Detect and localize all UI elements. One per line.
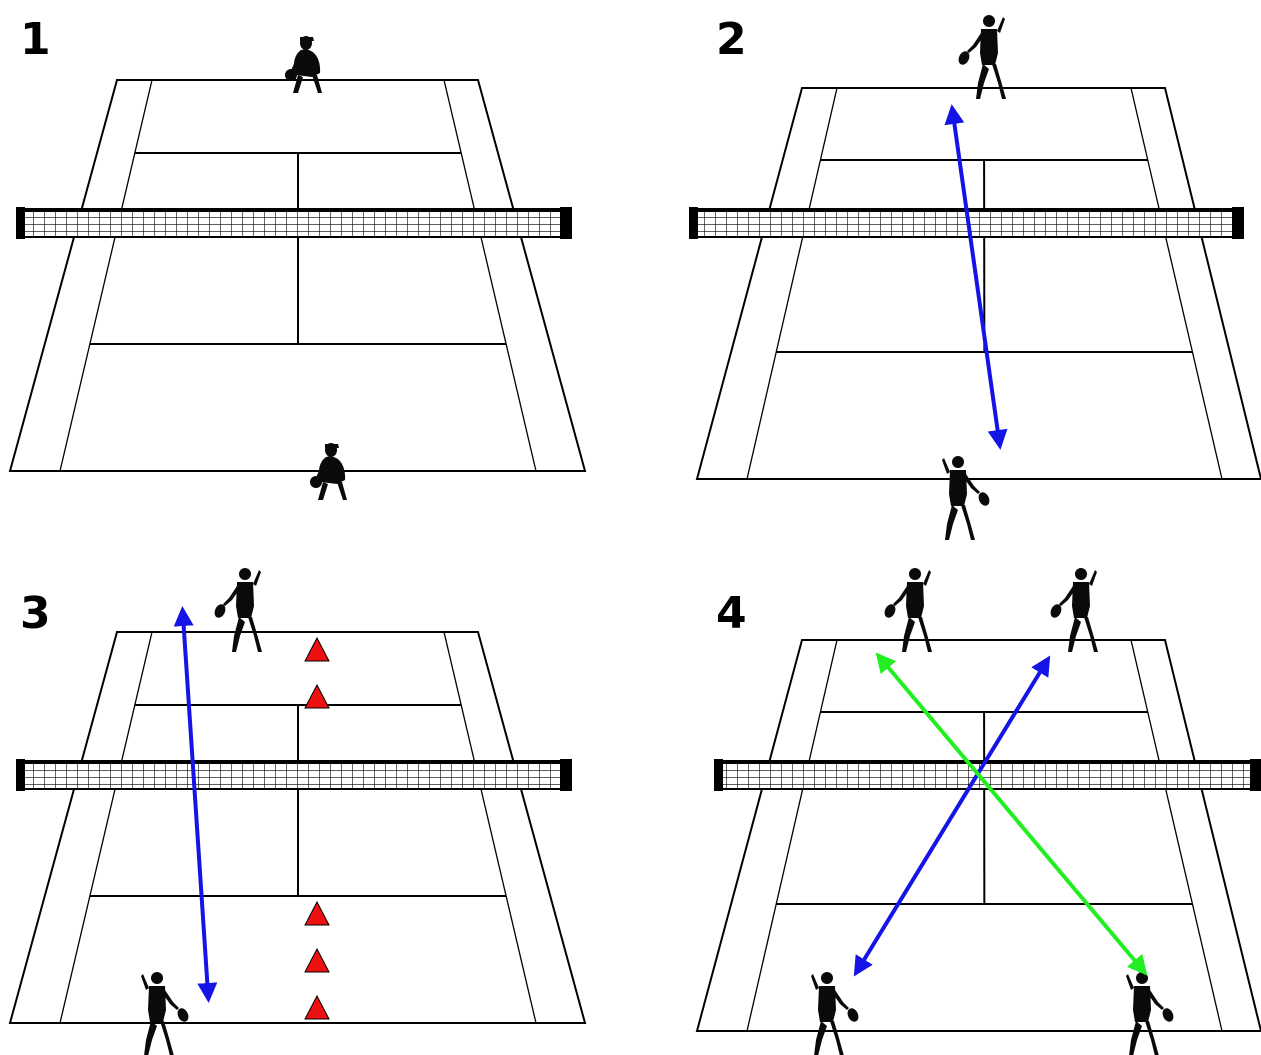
player-silhouette-icon <box>212 568 262 652</box>
panel-number-4: 4 <box>716 588 747 639</box>
rally-arrow <box>173 606 218 1003</box>
tennis-net <box>16 759 572 791</box>
player-silhouette-icon <box>141 972 191 1055</box>
singles-sideline-right <box>1130 639 1223 1032</box>
cone-icon <box>304 948 330 973</box>
cone-icon <box>304 684 330 709</box>
court-panel-3 <box>8 631 587 1024</box>
court-panel-4 <box>695 639 1261 1032</box>
singles-sideline-left <box>746 639 838 1032</box>
panel-number-3: 3 <box>20 588 51 639</box>
court-panel-1 <box>8 79 587 472</box>
singles-sideline-left <box>59 631 153 1024</box>
net-post-right <box>560 759 572 791</box>
player-silhouette-icon <box>811 972 861 1055</box>
singles-sideline-right <box>443 79 537 472</box>
net-post-left <box>689 207 698 239</box>
net-post-right <box>560 207 572 239</box>
singles-sideline-right <box>443 631 537 1024</box>
cone-icon <box>304 637 330 662</box>
cone-icon <box>304 901 330 926</box>
cone-icon <box>304 995 330 1020</box>
net-post-right <box>1232 207 1244 239</box>
player-silhouette-icon <box>956 15 1006 99</box>
cross-rally-arrow-green <box>875 652 1148 976</box>
singles-sideline-left <box>746 87 838 480</box>
cross-rally-arrow-blue <box>853 655 1051 977</box>
player-silhouette-icon <box>942 456 992 540</box>
doubles-sideline <box>8 631 587 1024</box>
net-mesh <box>21 760 563 790</box>
net-mesh <box>21 208 563 238</box>
panel-number-1: 1 <box>20 14 51 65</box>
singles-sideline-left <box>59 79 153 472</box>
doubles-sideline <box>695 87 1261 480</box>
doubles-sideline <box>695 639 1261 1032</box>
rally-arrow <box>944 104 1008 450</box>
net-post-right <box>1250 759 1261 791</box>
net-post-left <box>714 759 723 791</box>
net-mesh <box>694 208 1235 238</box>
player-silhouette-icon <box>285 36 322 93</box>
doubles-sideline <box>8 79 587 472</box>
net-post-left <box>16 759 25 791</box>
player-silhouette-icon <box>1126 972 1176 1055</box>
singles-sideline-right <box>1130 87 1223 480</box>
tennis-net <box>16 207 572 239</box>
panel-number-2: 2 <box>716 14 747 65</box>
net-post-left <box>16 207 25 239</box>
